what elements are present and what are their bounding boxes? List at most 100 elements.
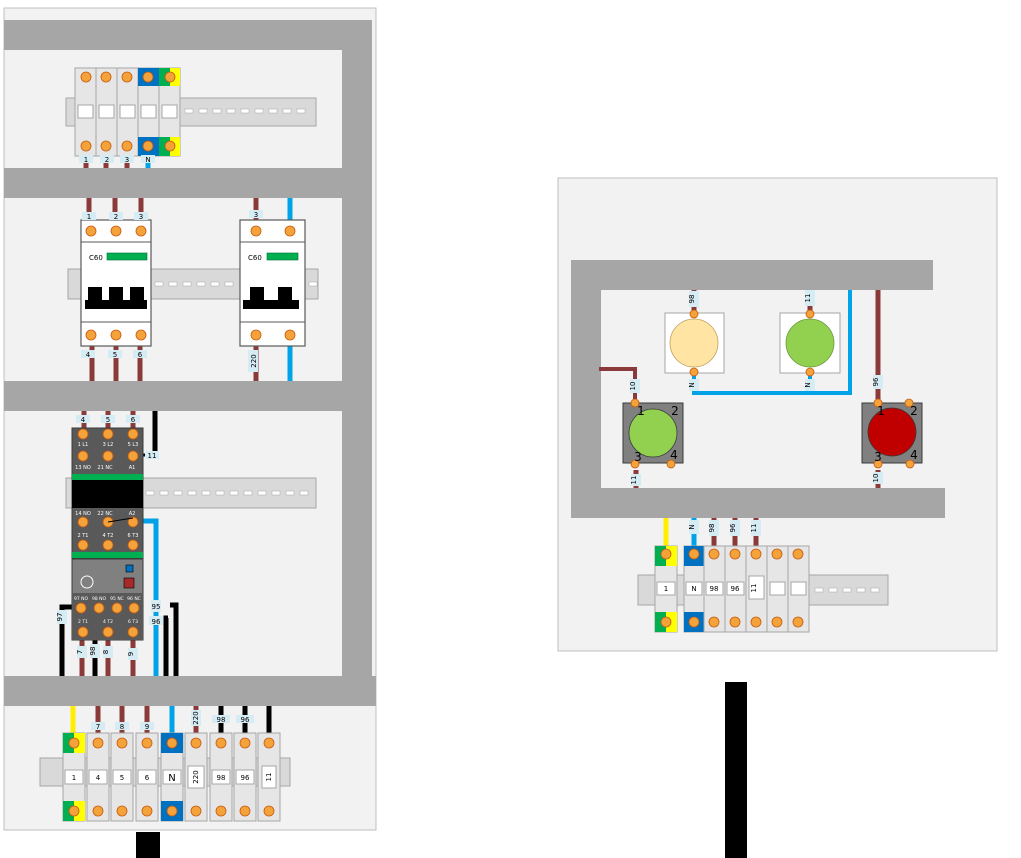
- screw-icon: [805, 309, 815, 319]
- relay-bottom-label: 98: [89, 647, 97, 656]
- start-push-button[interactable]: 1 2 3 4 10 11: [622, 379, 684, 486]
- contactor-label: 5 L3: [128, 442, 139, 448]
- contactor-label: 1 L1: [78, 442, 89, 448]
- right-rail-slots: [814, 587, 880, 593]
- breaker-output-label: 220: [250, 354, 258, 367]
- breaker-input-label: 3: [139, 213, 143, 221]
- terminal-wire-label: 98: [217, 716, 226, 724]
- relay-wire-label: 96: [152, 618, 161, 626]
- contactor-label: 22 NC: [97, 511, 113, 517]
- stop-push-button[interactable]: 1 2 3 4 96 10: [861, 375, 923, 484]
- screw-icon: [75, 602, 140, 638]
- breaker-3p[interactable]: C60 1 2 3 4 5 6: [80, 212, 152, 359]
- terminal-label: 11: [750, 584, 758, 593]
- top-terminal-label: 3: [125, 156, 129, 164]
- right-terminal-block: 1 N 98 96 11: [654, 545, 810, 633]
- breaker-model-label: C60: [248, 254, 262, 262]
- right-wire-tags: [689, 520, 761, 536]
- breaker-input-label: 1: [87, 213, 91, 221]
- breaker-output-label: 6: [138, 351, 143, 359]
- breaker-toggle-icon: [243, 287, 299, 309]
- contactor-label: 4 T2: [102, 533, 113, 539]
- contactor-label: 3 L2: [103, 442, 114, 448]
- terminal-wire-label: 8: [120, 723, 124, 731]
- trip-indicator-icon: [123, 577, 135, 589]
- cable-conduit: [725, 682, 747, 858]
- lamp-wire-label: 11: [804, 294, 812, 303]
- terminal-label: 98: [710, 585, 719, 593]
- test-indicator-icon: [125, 564, 134, 573]
- reset-button-icon[interactable]: [80, 575, 94, 589]
- relay-wire-label: 95: [152, 603, 161, 611]
- button-contact-label: 4: [910, 448, 918, 462]
- button-wire-label: 96: [872, 377, 880, 386]
- contactor-label: 13 NO: [75, 465, 91, 471]
- contactor-side-label: 11: [148, 452, 157, 460]
- screw-icon: [805, 367, 815, 377]
- bottom-terminal-block: 7 8 9 220 98 96 1 4 5 6 N 220 98 96: [62, 710, 281, 822]
- breaker-model-label: C60: [89, 254, 103, 262]
- terminal-wire-label: 220: [192, 711, 200, 724]
- button-wire-label: 10: [629, 382, 637, 391]
- button-wire-label: 11: [630, 476, 638, 485]
- relay-output-label: 4 T2: [103, 619, 113, 625]
- breaker-input-label: 3: [254, 211, 258, 219]
- terminal-wire-label: 96: [241, 716, 250, 724]
- terminal-wire-label: 96: [729, 523, 737, 532]
- left-cabinet-panel: [3, 7, 377, 831]
- button-contact-label: 3: [874, 450, 882, 464]
- contactor-label: A1: [129, 465, 136, 471]
- contactor-terminal-labels: 1 L1 3 L2 5 L3 13 NO 21 NC A1 14 NO 22 N…: [75, 442, 138, 539]
- terminal-label: 1: [72, 774, 76, 782]
- breaker-toggle-icon: [85, 287, 147, 309]
- terminal-wire-label: 7: [96, 723, 100, 731]
- screw-icon: [250, 225, 296, 341]
- left-rail-slots: [145, 108, 318, 496]
- screw-icon: [85, 225, 147, 341]
- top-terminal-label: N: [145, 156, 150, 164]
- screw-icon: [80, 71, 176, 152]
- button-contact-label: 1: [877, 404, 885, 418]
- relay-bottom-label: 7: [76, 650, 84, 654]
- terminal-wire-tags: [91, 710, 254, 730]
- contactor-label: 14 NO: [75, 511, 91, 517]
- contactor-input-label: 4: [81, 416, 86, 424]
- terminal-label: 96: [731, 585, 740, 593]
- button-wire-label: 10: [872, 474, 880, 483]
- relay-aux-label: 96 NC: [127, 596, 141, 602]
- lamp-wire-label: 98: [688, 295, 696, 304]
- pilot-lamp-amber: 98 N: [664, 291, 725, 391]
- top-terminal-block: 1 2 3 N: [74, 67, 181, 164]
- terminal-wire-label: N: [688, 524, 696, 529]
- screw-icon: [630, 398, 676, 469]
- screw-icon: [873, 398, 915, 469]
- terminal-label: N: [691, 585, 696, 593]
- relay-wire-label: 97: [56, 613, 64, 622]
- terminal-label: 98: [217, 774, 226, 782]
- breaker-output-label: 5: [113, 351, 117, 359]
- lamp-wire-label: N: [688, 382, 696, 387]
- screw-icon: [689, 367, 699, 377]
- terminal-label: 6: [145, 774, 150, 782]
- terminal-label: 4: [96, 774, 101, 782]
- terminal-label: N: [168, 773, 175, 784]
- terminal-wire-label: 9: [145, 723, 149, 731]
- relay-output-label: 2 T1: [78, 619, 88, 625]
- lamp-wire-label: N: [804, 382, 812, 387]
- contactor-label: 21 NC: [97, 465, 113, 471]
- breaker-1p[interactable]: C60 3 220: [239, 210, 306, 372]
- terminal-label: 96: [241, 774, 250, 782]
- relay-aux-label: 98 NO: [92, 596, 107, 602]
- relay-aux-label: 97 NO: [74, 596, 89, 602]
- terminal-wire-label: 11: [750, 524, 758, 533]
- left-wiring-ducts: [4, 20, 376, 706]
- breaker-output-label: 4: [86, 351, 91, 359]
- top-terminal-label: 1: [84, 156, 88, 164]
- breaker-input-label: 2: [114, 213, 118, 221]
- relay-output-label: 6 T3: [128, 619, 138, 625]
- button-contact-label: 4: [670, 448, 678, 462]
- pilot-lamp-green: 11 N: [779, 290, 841, 391]
- terminal-label: 5: [120, 774, 124, 782]
- overload-relay[interactable]: 97 NO 98 NO 95 NC 96 NC 2 T1 4 T2 6 T3 9…: [56, 558, 163, 660]
- contactor[interactable]: 1 L1 3 L2 5 L3 13 NO 21 NC A1 14 NO 22 N…: [71, 415, 159, 559]
